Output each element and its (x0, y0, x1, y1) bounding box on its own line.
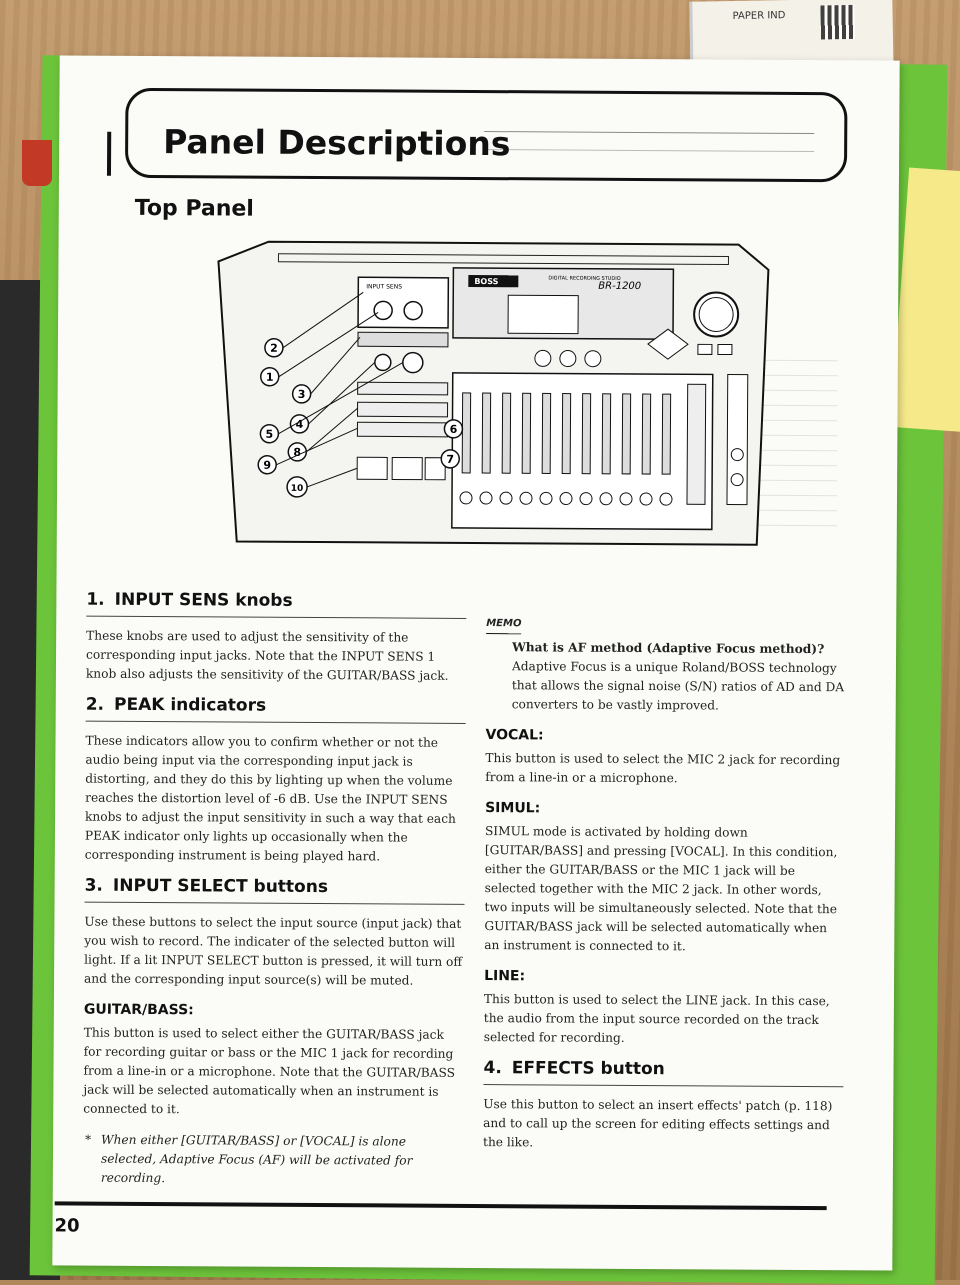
device-caption: DIGITAL RECORDING STUDIO (548, 275, 620, 281)
page-title: Panel Descriptions (163, 122, 511, 164)
line-body: This button is used to select the LINE j… (483, 992, 830, 1045)
guitar-bass-heading: GUITAR/BASS: (83, 1001, 194, 1019)
line-heading: LINE: (484, 968, 526, 985)
section-3-body: Use these buttons to select the input so… (84, 914, 463, 988)
svg-text:4: 4 (296, 418, 304, 431)
svg-text:10: 10 (291, 484, 304, 494)
memo-icon: MEMO (486, 614, 522, 635)
svg-text:1: 1 (266, 371, 274, 384)
brand-logo: BOSS (474, 277, 498, 286)
svg-text:9: 9 (263, 459, 271, 472)
model-name: BR-1200 (598, 281, 641, 292)
top-panel-diagram: INPUT SENS BOSS DIGITAL RECORDING STUDIO… (197, 231, 779, 565)
section-2-heading: 2.PEAK indicators (85, 695, 466, 724)
page-number: 20 (54, 1215, 80, 1237)
memo-question: What is AF method (Adaptive Focus method… (512, 640, 825, 657)
af-note: *When either [GUITAR/BASS] or [VOCAL] is… (85, 1132, 413, 1186)
simul-heading: SIMUL: (485, 800, 541, 817)
qr-code-icon (820, 4, 855, 40)
section-3-heading: 3.INPUT SELECT buttons (84, 876, 465, 905)
svg-text:7: 7 (446, 453, 454, 466)
memo-answer: Adaptive Focus is a unique Roland/BOSS t… (511, 659, 845, 713)
svg-text:3: 3 (298, 388, 306, 401)
simul-body: SIMUL mode is activated by holding down … (484, 824, 838, 954)
section-4-body: Use this button to select an insert effe… (483, 1097, 833, 1150)
section-4-heading: 4.EFFECTS button (483, 1058, 844, 1088)
svg-text:8: 8 (293, 446, 301, 459)
left-column: 1.INPUT SENS knobs These knobs are used … (83, 590, 467, 1202)
guitar-bass-body: This button is used to select either the… (83, 1025, 456, 1117)
manual-page: Panel Descriptions Top Panel INPUT SENS (52, 55, 900, 1271)
svg-text:2: 2 (270, 342, 278, 355)
red-bookmark-tab (22, 140, 52, 186)
memo-box: What is AF method (Adaptive Focus method… (486, 638, 846, 716)
right-column: MEMO What is AF method (Adaptive Focus m… (483, 613, 846, 1166)
input-sens-label: INPUT SENS (366, 283, 402, 290)
footer-rule (54, 1201, 827, 1211)
vocal-body: This button is used to select the MIC 2 … (485, 751, 841, 786)
section-subtitle: Top Panel (134, 195, 254, 222)
section-2-body: These indicators allow you to confirm wh… (84, 733, 456, 864)
section-1-heading: 1.INPUT SENS knobs (86, 590, 467, 619)
title-marker-bar (106, 131, 112, 176)
svg-text:6: 6 (450, 423, 458, 436)
box-label: PAPER IND (732, 10, 786, 23)
section-1-body: These knobs are used to adjust the sensi… (85, 628, 449, 683)
svg-text:5: 5 (266, 428, 274, 441)
vocal-heading: VOCAL: (485, 727, 544, 744)
